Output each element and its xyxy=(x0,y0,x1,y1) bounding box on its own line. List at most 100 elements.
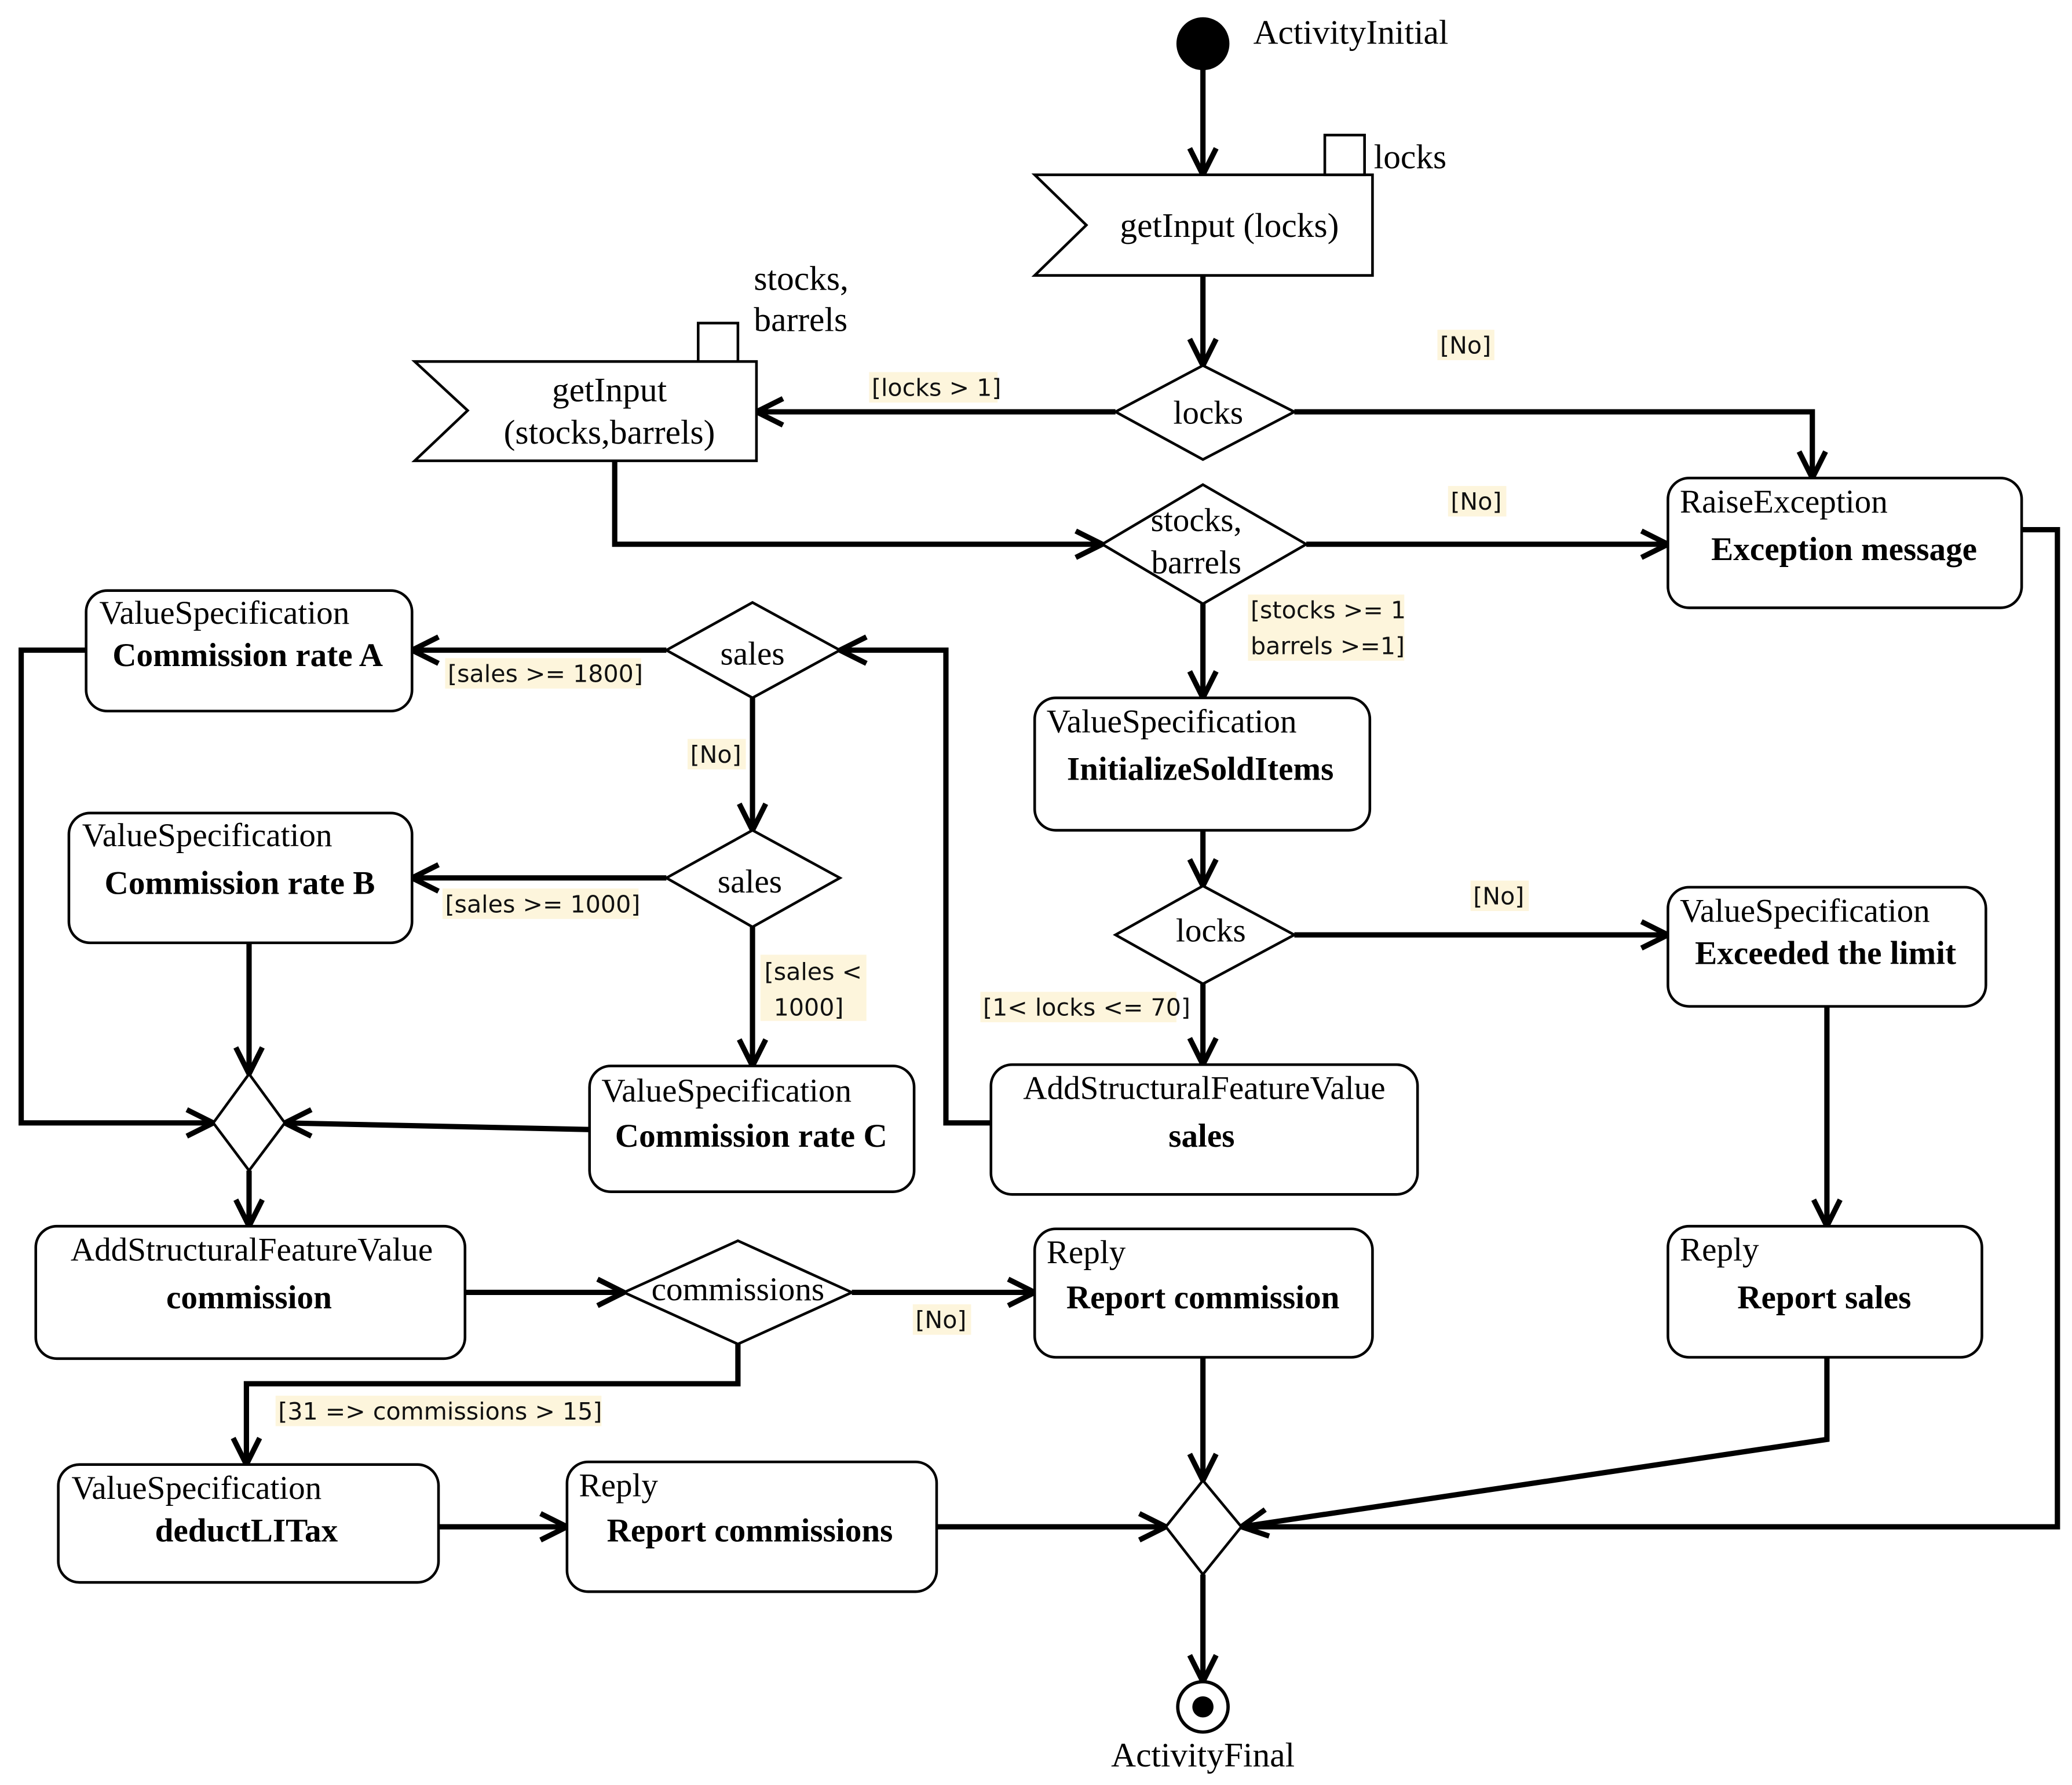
edge-locks-to-raise-exception xyxy=(1294,409,1815,478)
decision-commissions: commissions xyxy=(620,1239,856,1346)
decision-stocks-barrels: stocks, barrels xyxy=(1099,483,1309,606)
decision-commissions-label: commissions xyxy=(652,1271,825,1308)
report-commission-kind: Reply xyxy=(1047,1234,1126,1271)
initial-node xyxy=(1176,17,1230,71)
action-report-sales: Reply Report sales xyxy=(1667,1224,1983,1359)
edge-raise-exception-to-merge xyxy=(1241,526,2060,1530)
guard-no-locks-limit: [No] xyxy=(1470,880,1529,912)
decision-stocks-label-line1: stocks, xyxy=(1151,502,1242,539)
initialize-sold-items-kind: ValueSpecification xyxy=(1047,703,1297,740)
edges xyxy=(19,68,2060,1688)
decision-locks-mid-label: locks xyxy=(1176,913,1246,949)
add-sales-kind: AddStructuralFeatureValue xyxy=(1023,1070,1385,1107)
report-commissions-name: Report commissions xyxy=(607,1512,893,1549)
commission-rate-c-name: Commission rate C xyxy=(615,1118,887,1154)
guard-locks-range: [1< locks <= 70] xyxy=(980,992,1190,1023)
final-node-core xyxy=(1192,1696,1214,1718)
pin-stocks-label-line1: stocks, xyxy=(754,259,848,298)
decision-locks-top: locks xyxy=(1112,364,1298,461)
report-commission-name: Report commission xyxy=(1066,1279,1340,1316)
guard-no-commissions-text: [No] xyxy=(915,1306,966,1334)
pin-locks xyxy=(1323,133,1366,177)
merge-final xyxy=(1164,1478,1243,1577)
initial-label: ActivityInitial xyxy=(1254,13,1449,51)
raise-exception-kind: RaiseException xyxy=(1680,484,1888,520)
commission-rate-a-name: Commission rate A xyxy=(112,637,383,674)
action-exceeded-limit: ValueSpecification Exceeded the limit xyxy=(1667,886,1987,1008)
guard-no-stocks: [No] xyxy=(1448,486,1507,517)
final-label: ActivityFinal xyxy=(1111,1736,1295,1774)
guard-stocks-ok: [stocks >= 1 barrels >=1] xyxy=(1248,594,1406,661)
report-commissions-kind: Reply xyxy=(579,1468,658,1504)
deduct-tax-kind: ValueSpecification xyxy=(72,1470,322,1506)
raise-exception-name: Exception message xyxy=(1711,531,1977,568)
pin-stocks-label-line2: barrels xyxy=(754,301,847,339)
guard-stocks-ok-line2: barrels >=1] xyxy=(1251,632,1405,660)
get-input-locks-label: getInput (locks) xyxy=(1120,206,1339,244)
add-commission-name: commission xyxy=(166,1279,332,1316)
edge-rate-a-to-merge xyxy=(19,648,214,1126)
report-sales-name: Report sales xyxy=(1737,1279,1911,1316)
guard-commissions-range: [31 => commissions > 15] xyxy=(275,1395,602,1426)
guard-no-locks-limit-text: [No] xyxy=(1473,883,1524,910)
merge-commission-rates xyxy=(211,1071,287,1173)
action-initialize-sold-items: ValueSpecification InitializeSoldItems xyxy=(1033,696,1372,832)
guard-no-locks: [No] xyxy=(1437,330,1494,360)
guard-no-stocks-text: [No] xyxy=(1450,488,1501,515)
action-add-sales: AddStructuralFeatureValue sales xyxy=(989,1063,1419,1196)
action-report-commissions: Reply Report commissions xyxy=(565,1460,938,1593)
commission-rate-c-kind: ValueSpecification xyxy=(601,1073,852,1109)
exceeded-limit-kind: ValueSpecification xyxy=(1680,892,1930,929)
pin-locks-label: locks xyxy=(1374,137,1446,175)
guard-sales-ge-1800: [sales >= 1800] xyxy=(445,658,643,689)
guard-commissions-range-text: [31 => commissions > 15] xyxy=(278,1398,602,1425)
guard-sales-ge-1000-text: [sales >= 1000] xyxy=(445,890,640,918)
guard-sales-ge-1000: [sales >= 1000] xyxy=(442,888,640,919)
guard-sales-ge-1800-text: [sales >= 1800] xyxy=(448,660,643,687)
edge-report-sales-to-merge xyxy=(1241,1357,1830,1530)
guard-no-sales-top-text: [No] xyxy=(690,741,741,769)
exceeded-limit-name: Exceeded the limit xyxy=(1695,935,1956,971)
pin-stocks-barrels xyxy=(697,321,740,363)
decision-locks-mid: locks xyxy=(1113,884,1298,986)
deduct-tax-name: deductLITax xyxy=(155,1512,338,1549)
edge-add-sales-to-sales-top xyxy=(840,648,991,1126)
add-sales-name: sales xyxy=(1168,1118,1234,1154)
guard-sales-lt-1000-line2: 1000] xyxy=(774,994,844,1022)
action-commission-rate-c: ValueSpecification Commission rate C xyxy=(588,1065,916,1194)
commission-rate-b-name: Commission rate B xyxy=(105,865,375,901)
guard-locks-gt-1-text: [locks > 1] xyxy=(872,374,1002,402)
action-deduct-tax: ValueSpecification deductLITax xyxy=(57,1463,440,1584)
guard-no-commissions: [No] xyxy=(912,1304,971,1335)
edge-commissions-to-deduct xyxy=(243,1344,741,1465)
guard-stocks-ok-line1: [stocks >= 1 xyxy=(1251,597,1406,624)
action-raise-exception: RaiseException Exception message xyxy=(1667,477,2023,609)
guard-sales-lt-1000: [sales < 1000] xyxy=(760,954,867,1022)
guard-no-sales-top: [No] xyxy=(687,738,746,770)
action-report-commission: Reply Report commission xyxy=(1033,1227,1374,1359)
decision-sales-top: sales xyxy=(663,601,843,700)
commission-rate-a-kind: ValueSpecification xyxy=(100,595,350,631)
decision-sales-mid-label: sales xyxy=(718,864,782,900)
add-commission-kind: AddStructuralFeatureValue xyxy=(71,1232,433,1268)
decision-sales-top-label: sales xyxy=(721,636,785,672)
action-add-commission: AddStructuralFeatureValue commission xyxy=(34,1224,467,1360)
guard-sales-lt-1000-line1: [sales < xyxy=(765,958,863,986)
decision-stocks-label-line2: barrels xyxy=(1151,544,1241,581)
guard-locks-gt-1: [locks > 1] xyxy=(869,372,1001,403)
get-input-stocks-line1: getInput xyxy=(552,371,667,409)
commission-rate-b-kind: ValueSpecification xyxy=(82,817,332,854)
action-get-input-locks: locks getInput (locks) xyxy=(1031,133,1446,277)
decision-locks-top-label: locks xyxy=(1173,395,1243,431)
get-input-stocks-line2: (stocks,barrels) xyxy=(504,413,715,451)
action-get-input-stocks: stocks, barrels getInput (stocks,barrels… xyxy=(411,259,849,462)
initialize-sold-items-name: InitializeSoldItems xyxy=(1067,751,1334,788)
guard-no-locks-text: [No] xyxy=(1440,331,1491,359)
report-sales-kind: Reply xyxy=(1680,1232,1759,1268)
edge-getinput-stocks-to-stocks-decision xyxy=(612,460,1102,547)
edge-rate-c-to-merge xyxy=(284,1120,590,1132)
action-commission-rate-a: ValueSpecification Commission rate A xyxy=(85,589,414,713)
decision-sales-mid: sales xyxy=(663,828,843,929)
action-commission-rate-b: ValueSpecification Commission rate B xyxy=(67,811,414,945)
